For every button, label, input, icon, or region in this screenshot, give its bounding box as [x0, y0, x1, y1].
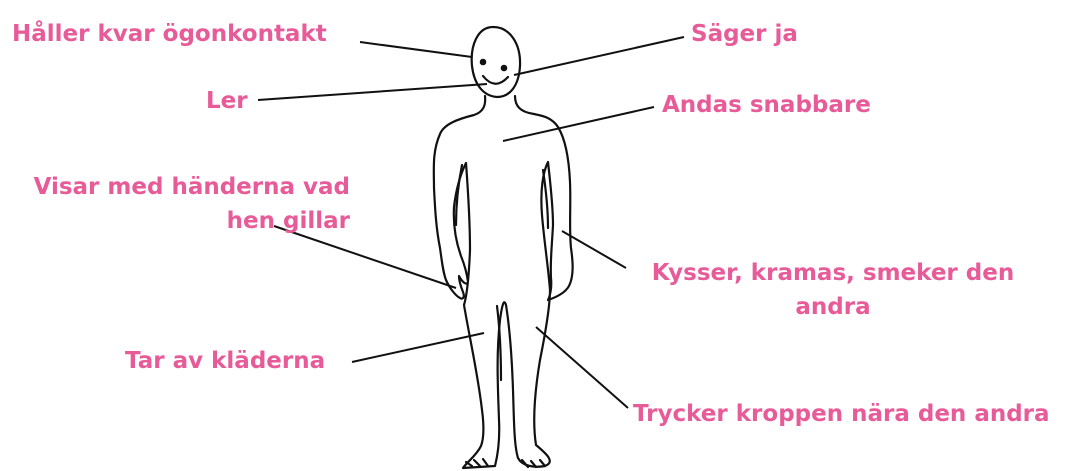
label-shows-with-hands-line-2: hen gillar: [34, 204, 350, 238]
label-undresses: Tar av kläderna: [125, 344, 325, 378]
label-kisses-hugs-line-1: Kysser, kramas, smeker den: [634, 256, 1032, 290]
leader-eye-contact: [360, 42, 472, 57]
right-arm-inner: [543, 170, 548, 228]
label-eye-contact: Håller kvar ögonkontakt: [12, 17, 327, 51]
label-shows-with-hands-line-1: Visar med händerna vad: [34, 170, 350, 204]
smile-mouth: [483, 76, 508, 84]
label-kisses-hugs: Kysser, kramas, smeker den andra: [634, 256, 1032, 324]
left-eye: [481, 60, 485, 64]
label-says-yes: Säger ja: [691, 17, 798, 51]
label-kisses-hugs-line-2: andra: [634, 290, 1032, 324]
leader-says-yes: [514, 37, 684, 75]
head-outline: [472, 27, 520, 97]
human-figure: [434, 27, 573, 468]
leader-presses-body: [536, 327, 628, 408]
right-eye: [502, 66, 506, 70]
leader-undresses: [352, 333, 484, 362]
label-presses-body: Trycker kroppen nära den andra: [633, 397, 1050, 431]
body-outline: [434, 96, 573, 468]
label-shows-with-hands: Visar med händerna vad hen gillar: [34, 170, 350, 238]
label-breathes-faster: Andas snabbare: [662, 88, 871, 122]
leader-smiles: [258, 84, 487, 100]
left-arm-inner: [456, 165, 462, 225]
label-smiles: Ler: [206, 84, 248, 118]
